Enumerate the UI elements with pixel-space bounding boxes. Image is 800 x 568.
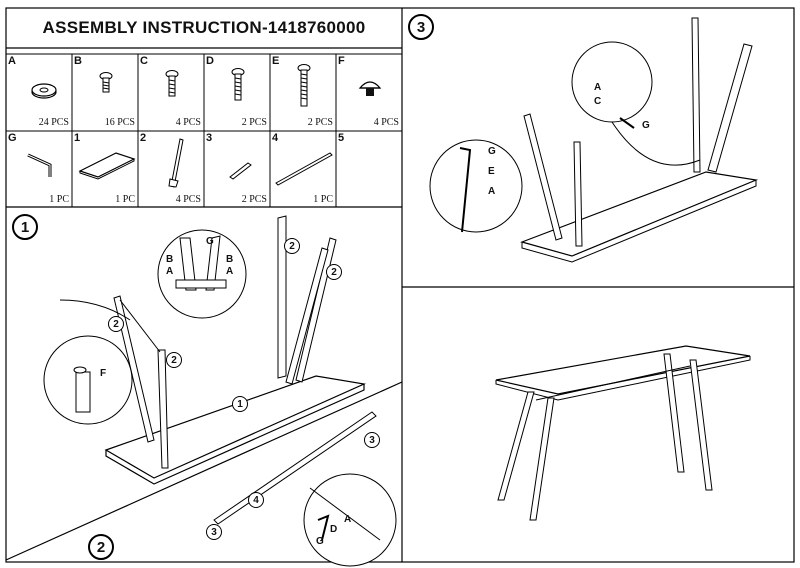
part-id: 2 [140,132,147,144]
callout-leg: 2 [284,238,300,254]
part-1: 1 1 PC [72,131,138,207]
medium-bolt-icon [231,68,245,101]
callout-bar: 4 [248,492,264,508]
part-f: F 4 PCS [336,54,402,130]
tabletop-icon [78,152,136,180]
page-title: ASSEMBLY INSTRUCTION-1418760000 [42,18,366,37]
bracket-icon [229,162,252,180]
part-qty: 16 PCS [104,117,135,128]
callout-leg: 2 [326,264,342,280]
callout-label: B [226,254,234,265]
short-bolt-icon [99,72,113,93]
parts-list: A 24 PCS B 16 PCS C 4 PCS [6,54,402,207]
part-qty: 24 PCS [38,117,69,128]
part-id: G [8,132,17,144]
step-2-badge: 2 [88,534,114,560]
part-4: 4 1 PC [270,131,336,207]
callout-label: B [166,254,174,265]
long-bolt-icon [297,64,311,107]
callout-label: F [100,368,107,379]
callout-leg: 2 [108,316,124,332]
callout-label: G [642,120,650,131]
part-b: B 16 PCS [72,54,138,130]
callout-label: A [166,266,174,277]
callout-label: A [344,514,352,525]
part-3: 3 2 PCS [204,131,270,207]
callout-label: A [594,82,602,93]
part-qty: 2 PCS [307,117,333,128]
part-a: A 24 PCS [6,54,72,130]
part-id: 4 [272,132,279,144]
part-id: E [272,55,280,67]
leg-icon [168,138,184,188]
callout-label: G [488,146,496,157]
step-3-badge: 3 [408,14,434,40]
part-id: C [140,55,148,67]
part-c: C 4 PCS [138,54,204,130]
part-qty: 2 PCS [241,194,267,205]
part-2: 2 4 PCS [138,131,204,207]
foot-cap-icon [358,81,382,96]
stretcher-bar-icon [275,152,333,186]
part-id: 5 [338,132,345,144]
callout-label: A [488,186,496,197]
part-qty: 4 PCS [175,117,201,128]
part-d: D 2 PCS [204,54,270,130]
callout-tabletop: 1 [232,396,248,412]
part-qty: 2 PCS [241,117,267,128]
allen-key-icon [27,153,52,177]
part-qty: 1 PC [49,194,69,205]
part-5: 5 [336,131,402,207]
part-id: F [338,55,345,67]
part-qty: 1 PC [313,194,333,205]
callout-leg: 2 [166,352,182,368]
callout-label: C [594,96,602,107]
part-qty: 1 PC [115,194,135,205]
part-id: B [74,55,82,67]
part-qty: 4 PCS [175,194,201,205]
callout-bracket: 3 [206,524,222,540]
washer-icon [31,83,57,99]
part-id: A [8,55,16,67]
callout-label: D [330,524,338,535]
part-qty: 4 PCS [373,117,399,128]
callout-bracket: 3 [364,432,380,448]
part-id: 3 [206,132,213,144]
callout-label: A [226,266,234,277]
callout-label: G [316,536,324,547]
part-e: E 2 PCS [270,54,336,130]
callout-label: G [206,236,214,247]
bolt-icon [165,70,179,97]
part-g: G 1 PC [6,131,72,207]
part-id: D [206,55,214,67]
callout-label: E [488,166,495,177]
step-1-badge: 1 [12,214,38,240]
part-id: 1 [74,132,81,144]
